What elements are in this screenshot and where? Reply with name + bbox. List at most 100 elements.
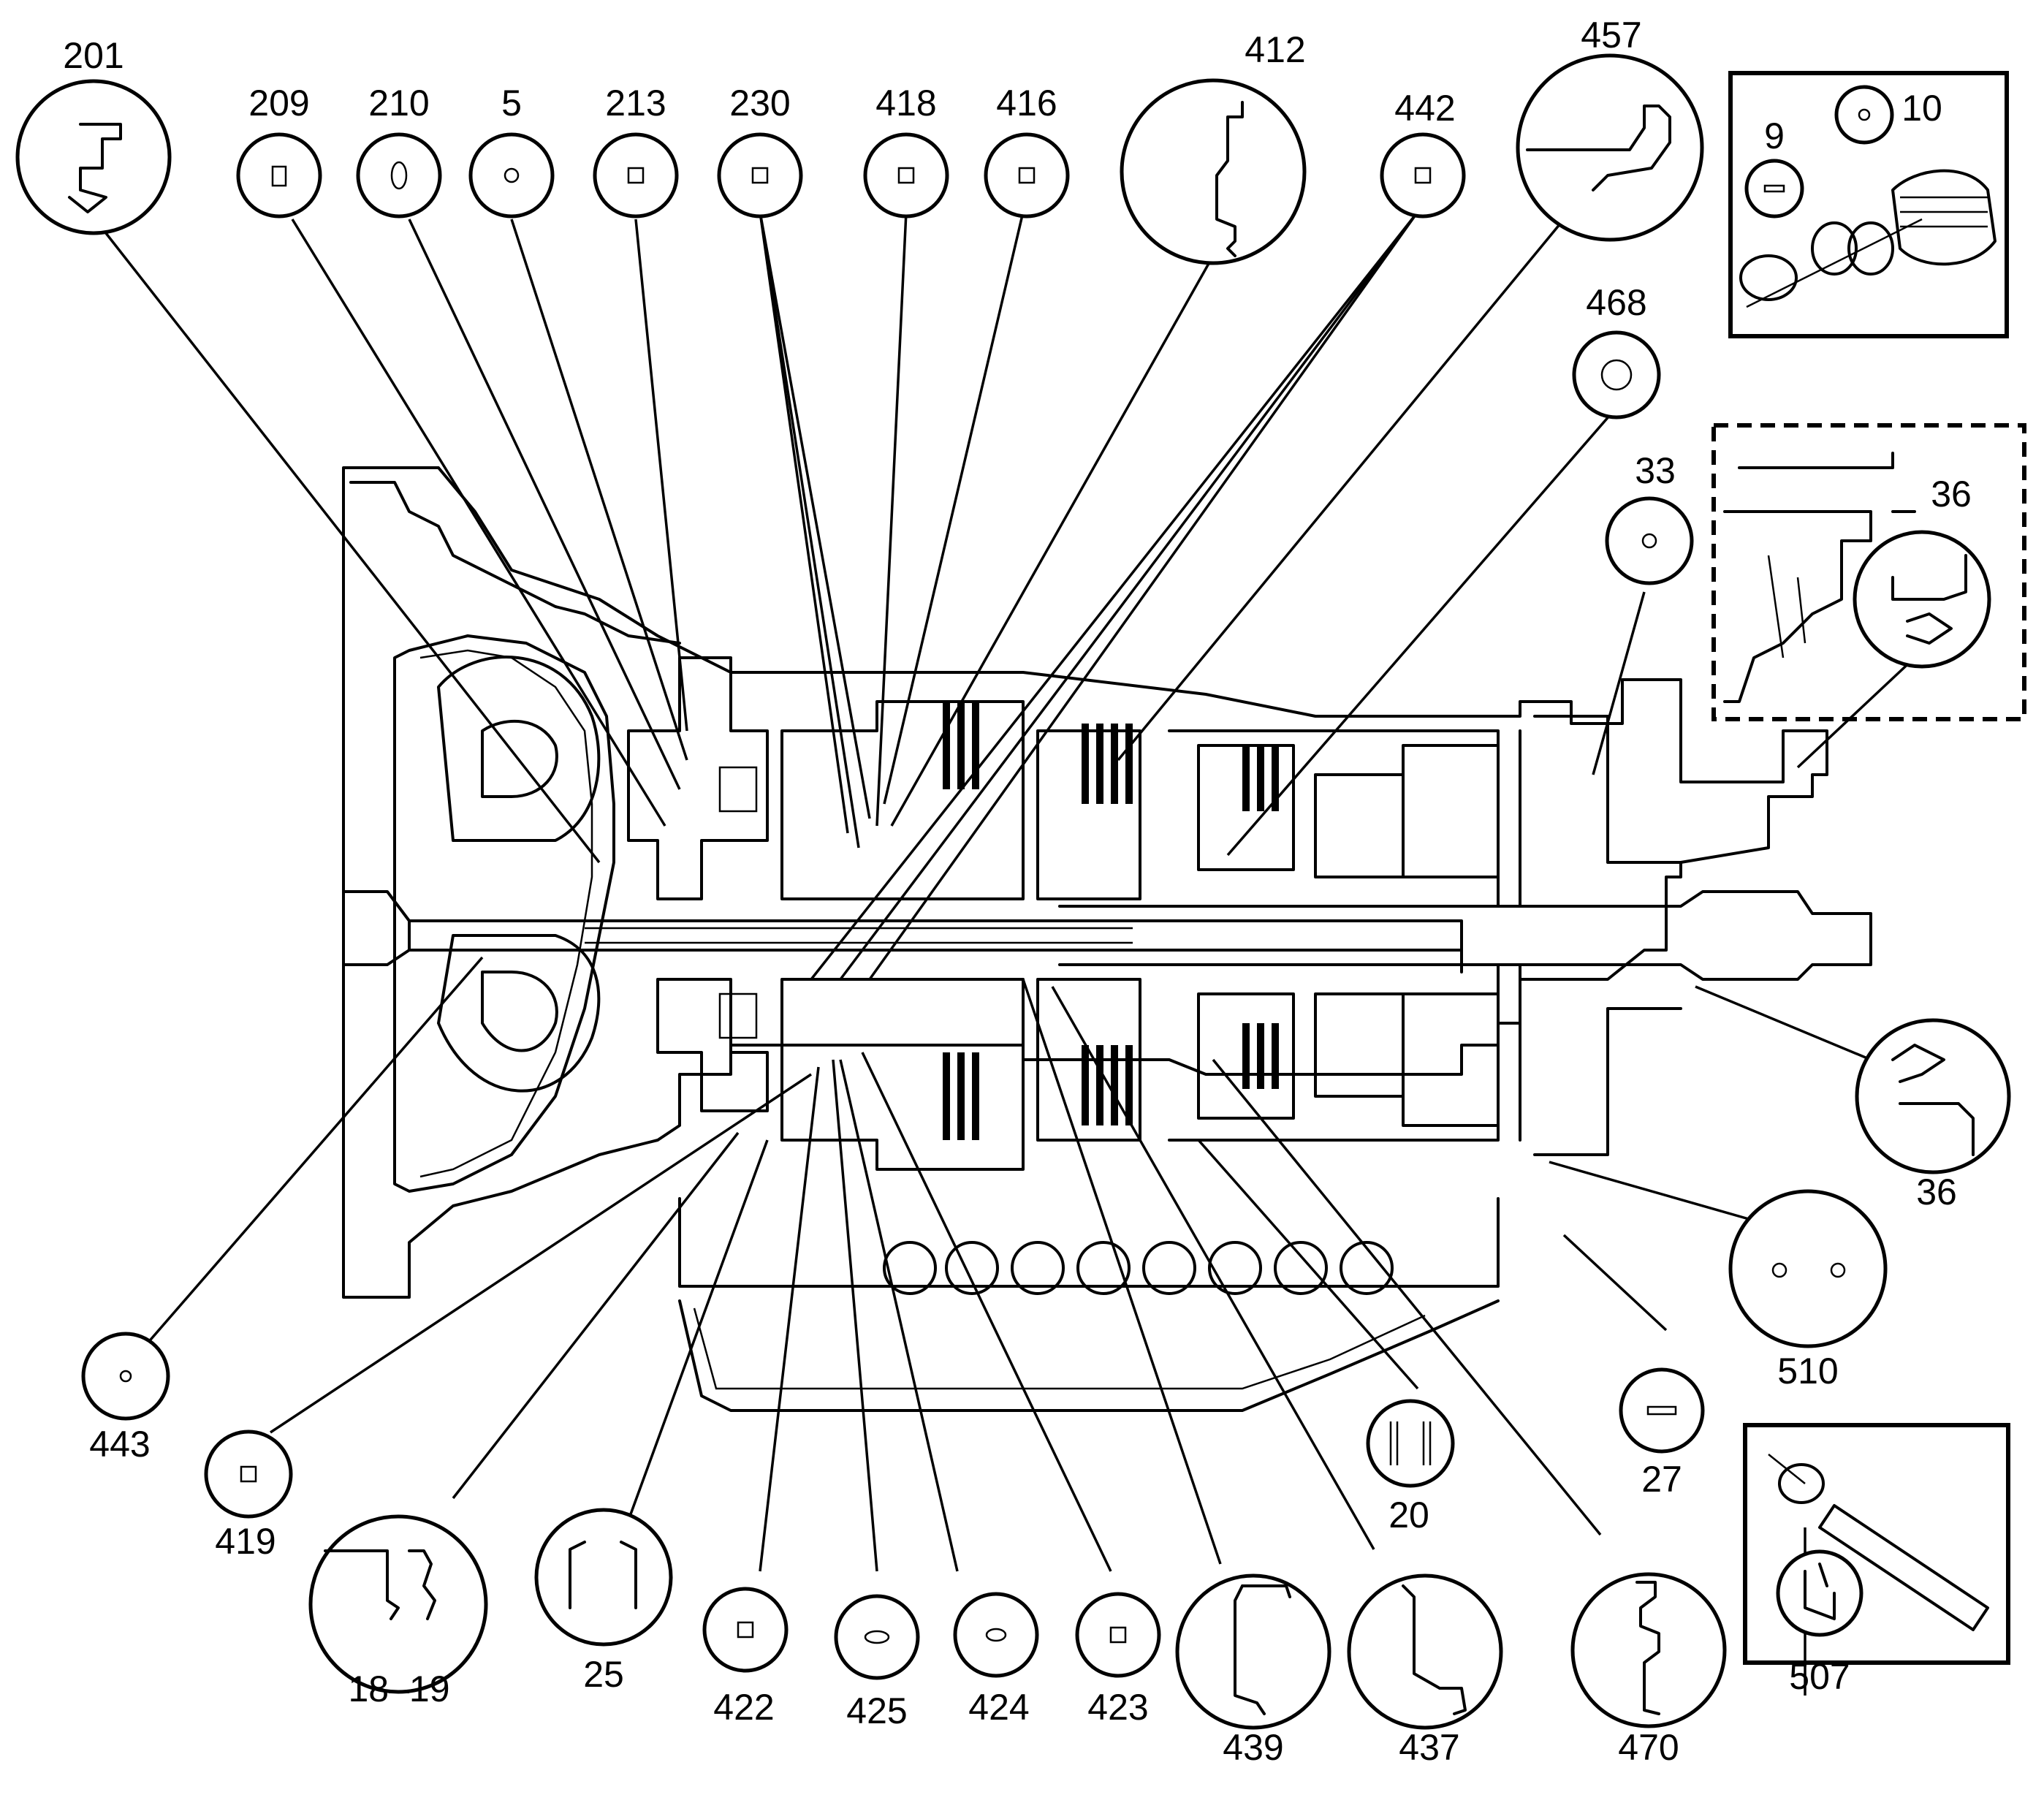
washer-icon xyxy=(1600,359,1633,391)
callout-510: 510 xyxy=(1728,1189,1888,1392)
washer-icon xyxy=(1771,1262,1787,1278)
callout-label: 210 xyxy=(368,83,429,124)
washer-icon xyxy=(1641,533,1657,549)
callout-424: 424 xyxy=(953,1592,1039,1728)
square-ring-icon xyxy=(569,1541,637,1609)
callout-36-right: 36 xyxy=(1855,1018,2011,1212)
washer-icon xyxy=(1830,1262,1846,1278)
callout-457: 457 xyxy=(1516,15,1704,242)
callout-label: 412 xyxy=(1245,29,1305,70)
callout-label: 510 xyxy=(1777,1351,1838,1392)
o-ring-icon xyxy=(864,1630,890,1644)
callout-27: 27 xyxy=(1619,1367,1705,1500)
callout-label: 468 xyxy=(1586,282,1646,323)
piston-seal-icon xyxy=(1215,101,1244,257)
inset-rear-detail xyxy=(1711,423,2026,721)
callout-425: 425 xyxy=(834,1594,920,1731)
square-ring-icon xyxy=(1109,1626,1127,1644)
callout-label: 437 xyxy=(1399,1727,1459,1768)
callout-9: 9 xyxy=(1744,115,1804,219)
callout-33: 33 xyxy=(1605,450,1694,585)
callout-210: 210 xyxy=(356,83,442,219)
callout-213: 213 xyxy=(593,83,679,219)
callout-label: 201 xyxy=(63,35,124,76)
callout-label: 507 xyxy=(1789,1656,1850,1697)
callout-18-19: 18–19 xyxy=(308,1514,488,1709)
callout-label: 33 xyxy=(1635,450,1676,491)
callout-label: 422 xyxy=(713,1687,774,1728)
callout-437: 437 xyxy=(1347,1573,1503,1768)
callout-label: 442 xyxy=(1394,88,1455,129)
square-ring-icon xyxy=(1763,184,1785,193)
washer-icon xyxy=(119,1370,132,1383)
seal-profile-icon xyxy=(68,123,122,213)
callout-label: 9 xyxy=(1764,115,1785,156)
callout-label: 457 xyxy=(1581,15,1641,56)
callout-label: 416 xyxy=(996,83,1057,124)
callout-25: 25 xyxy=(534,1508,673,1695)
callout-bubbles: 201 209 210 5 213 230 xyxy=(15,15,2011,1768)
callout-412: 412 xyxy=(1120,29,1307,265)
inset-piston-seals xyxy=(1728,71,2009,338)
callout-422: 422 xyxy=(702,1587,789,1728)
callout-439: 439 xyxy=(1175,1573,1331,1768)
callout-label: 20 xyxy=(1388,1495,1429,1535)
square-ring-icon xyxy=(1018,167,1036,184)
square-ring-icon xyxy=(751,167,769,184)
callout-label: 10 xyxy=(1901,88,1942,129)
callout-label: 209 xyxy=(248,83,309,124)
callout-label: 25 xyxy=(583,1654,624,1695)
callout-label: 27 xyxy=(1641,1459,1682,1500)
square-ring-icon xyxy=(1414,167,1432,184)
callout-label: 230 xyxy=(729,83,790,124)
o-ring-icon xyxy=(390,161,408,190)
callout-418: 418 xyxy=(863,83,949,219)
callout-423: 423 xyxy=(1075,1592,1161,1728)
piston-seal-icon xyxy=(1402,1584,1467,1715)
square-ring-icon xyxy=(897,167,915,184)
callout-label: 18–19 xyxy=(348,1668,449,1709)
callout-label: 419 xyxy=(215,1521,276,1562)
square-ring-icon xyxy=(1389,1421,1432,1465)
clutch-pack-upper xyxy=(943,702,1279,811)
leader-lines xyxy=(94,210,1916,1696)
callout-419: 419 xyxy=(204,1430,293,1562)
valve-bores xyxy=(883,1241,1394,1295)
callout-label: 213 xyxy=(605,83,666,124)
callout-442: 442 xyxy=(1380,88,1466,219)
callout-20: 20 xyxy=(1366,1399,1455,1535)
callout-230: 230 xyxy=(717,83,803,219)
seal-profile-icon xyxy=(1526,105,1671,191)
callout-416: 416 xyxy=(984,83,1070,219)
square-ring-icon xyxy=(737,1621,754,1639)
seal-profile-icon xyxy=(1635,1581,1660,1715)
callout-label: 5 xyxy=(501,83,522,124)
square-ring-icon xyxy=(627,167,645,184)
piston-seal-icon xyxy=(1234,1584,1291,1715)
callout-468: 468 xyxy=(1572,282,1661,419)
callout-label: 424 xyxy=(968,1687,1029,1728)
callout-443: 443 xyxy=(81,1332,170,1465)
o-ring-icon xyxy=(1858,108,1871,121)
inset-pin-seal xyxy=(1743,1423,2010,1665)
callout-label: 36 xyxy=(1931,474,1972,515)
seal-profile-icon xyxy=(1891,554,1967,645)
callout-label: 423 xyxy=(1087,1687,1148,1728)
callout-label: 425 xyxy=(846,1690,907,1731)
washer-icon xyxy=(504,167,520,183)
callout-5: 5 xyxy=(468,83,555,219)
callout-label: 443 xyxy=(89,1424,150,1465)
callout-36-inset: 36 xyxy=(1853,474,1991,669)
shaft-seal-icon xyxy=(1804,1563,1836,1620)
square-ring-icon xyxy=(240,1465,257,1483)
transmission-housing xyxy=(342,466,1872,1412)
callout-209: 209 xyxy=(236,83,322,219)
o-ring-icon xyxy=(985,1628,1007,1642)
callout-label: 470 xyxy=(1618,1727,1679,1768)
callout-label: 418 xyxy=(875,83,936,124)
callout-label: 36 xyxy=(1916,1172,1957,1212)
callout-10: 10 xyxy=(1834,85,1942,145)
square-ring-icon xyxy=(271,165,287,187)
callout-470: 470 xyxy=(1570,1572,1727,1768)
